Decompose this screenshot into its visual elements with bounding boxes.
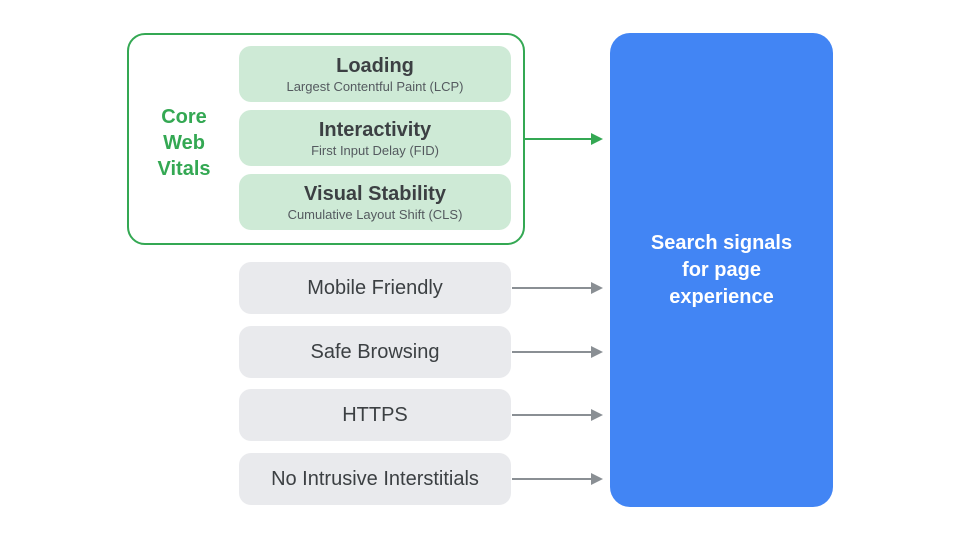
cwv-item-title: Loading xyxy=(336,54,414,77)
arrow-no-intrusive-interstitials-icon xyxy=(512,473,603,485)
cwv-item-loading: Loading Largest Contentful Paint (LCP) xyxy=(239,46,511,102)
arrow-mobile-friendly-icon xyxy=(512,282,603,294)
cwv-item-subtitle: First Input Delay (FID) xyxy=(311,142,439,158)
signal-label: Safe Browsing xyxy=(310,341,440,363)
cwv-item-subtitle: Largest Contentful Paint (LCP) xyxy=(286,78,464,94)
signal-https: HTTPS xyxy=(239,389,511,441)
signal-mobile-friendly: Mobile Friendly xyxy=(239,262,511,314)
signal-label: HTTPS xyxy=(342,404,408,426)
cwv-item-subtitle: Cumulative Layout Shift (CLS) xyxy=(287,206,463,222)
signal-label: No Intrusive Interstitials xyxy=(271,468,479,490)
cwv-item-title: Interactivity xyxy=(318,118,432,141)
cwv-item-visual-stability: Visual Stability Cumulative Layout Shift… xyxy=(239,174,511,230)
cwv-item-title: Visual Stability xyxy=(304,182,446,205)
signal-safe-browsing: Safe Browsing xyxy=(239,326,511,378)
core-web-vitals-label: Core Web Vitals xyxy=(157,106,211,180)
signal-no-intrusive-interstitials: No Intrusive Interstitials xyxy=(239,453,511,505)
search-signals-result-label: Search signals for page experience xyxy=(650,231,793,308)
search-signals-result-box: Search signals for page experience xyxy=(610,33,833,507)
arrow-safe-browsing-icon xyxy=(512,346,603,358)
signal-label: Mobile Friendly xyxy=(307,277,443,299)
cwv-item-interactivity: Interactivity First Input Delay (FID) xyxy=(239,110,511,166)
arrow-core-web-vitals-icon xyxy=(525,133,603,145)
arrow-https-icon xyxy=(512,409,603,421)
